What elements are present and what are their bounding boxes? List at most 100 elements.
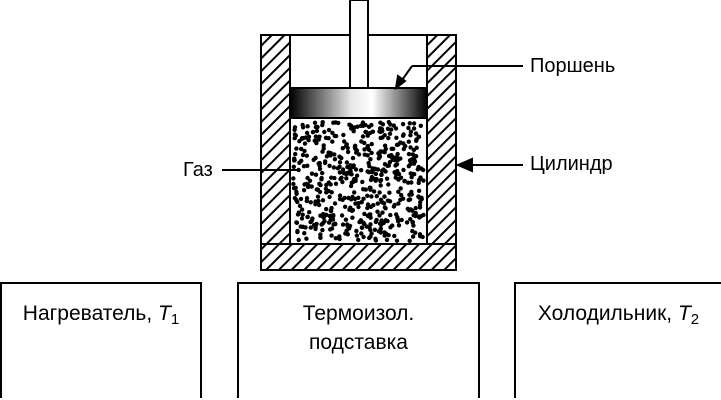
gas-particle [299,136,305,141]
gas-particle [294,220,300,225]
gas-label: Газ [183,159,213,181]
gas-particle [377,152,382,158]
gas-particle [409,189,414,195]
gas-particle [326,180,332,185]
gas-particle [387,160,393,165]
gas-particle [411,126,417,131]
gas-particle [358,168,364,173]
gas-particle [352,190,357,195]
gas-particle [317,163,322,169]
gas-particle [363,122,368,128]
gas-particle [313,124,319,130]
gas-particle [316,202,322,208]
gas-particle [365,133,370,138]
gas-particle [324,154,330,159]
gas-particle [317,189,323,195]
gas-particle [394,135,399,140]
gas-particle [299,207,305,212]
gas-particle [335,166,341,171]
gas-particle [302,231,307,236]
gas-particle [377,229,382,234]
gas-particle [321,146,326,151]
gas-particle [329,226,335,231]
gas-particle [403,143,408,149]
gas-particle [368,234,373,239]
gas-particle [306,138,311,143]
gas-particle [329,233,334,238]
gas-particle [294,146,299,151]
gas-particle [333,181,339,186]
cooler-label: Холодильник, T2 [537,302,700,328]
gas-particle [310,129,316,135]
gas-particle [387,131,393,136]
gas-particle [378,183,383,188]
gas-particle [299,146,304,152]
gas-particle [319,177,324,182]
gas-particle [368,157,373,162]
gas-particle [348,167,353,172]
gas-particle [300,152,306,158]
gas-particle [369,174,375,180]
gas-particle [339,213,345,218]
gas-particle [408,145,413,150]
gas-particle [302,148,307,154]
gas-particle [410,228,415,234]
gas-particle [326,136,331,141]
gas-particle [350,215,355,220]
gas-particle [341,132,346,138]
gas-particle [320,120,325,125]
gas-particle [406,139,411,144]
gas-particle [333,120,338,125]
heater-box: Нагреватель, T1 [0,282,202,398]
gas-particle [362,147,367,152]
gas-particle [333,133,339,139]
gas-particle [399,192,404,198]
gas-particle [357,219,362,225]
gas-particle [406,125,411,131]
insulator-label-line2: подставка [309,331,408,354]
gas-particle [393,163,398,168]
gas-particle [407,158,413,163]
gas-particle [326,127,332,133]
gas-particle [417,232,423,237]
gas-particle [383,146,388,152]
gas-particle [371,189,377,194]
gas-particle [377,190,382,195]
gas-particle [301,164,307,169]
gas-particle [316,137,321,142]
gas-particle [291,176,296,181]
gas-particle [368,215,373,220]
gas-particle [330,130,335,136]
gas-particle [369,150,374,156]
gas-particle [324,190,329,195]
gas-particle [295,229,300,235]
gas-particle [368,204,374,209]
gas-particle [384,176,390,181]
gas-particle [332,157,338,162]
gas-particle [413,131,419,136]
gas-particle [386,119,391,125]
gas-particle [386,182,391,187]
gas-particle [344,176,349,181]
gas-particle [337,193,343,198]
gas-particle [388,225,393,230]
cylinder-label: Цилиндр [530,153,613,175]
gas-particle [413,154,419,159]
gas-particle [414,145,419,150]
gas-particle [369,122,374,128]
gas-particle [309,171,315,176]
gas-particle [339,155,344,161]
gas-particle [418,123,423,128]
gas-particle [371,167,376,172]
gas-particle [329,205,334,211]
gas-particle [367,164,372,169]
gas-particle [373,171,379,177]
gas-particle [416,194,421,199]
gas-particle [313,155,318,161]
gas-particle [305,163,310,168]
gas-particle [293,151,298,157]
gas-particle [305,124,310,129]
gas-particle [292,158,297,163]
gas-particle [392,202,397,208]
gas-particle [412,159,418,164]
